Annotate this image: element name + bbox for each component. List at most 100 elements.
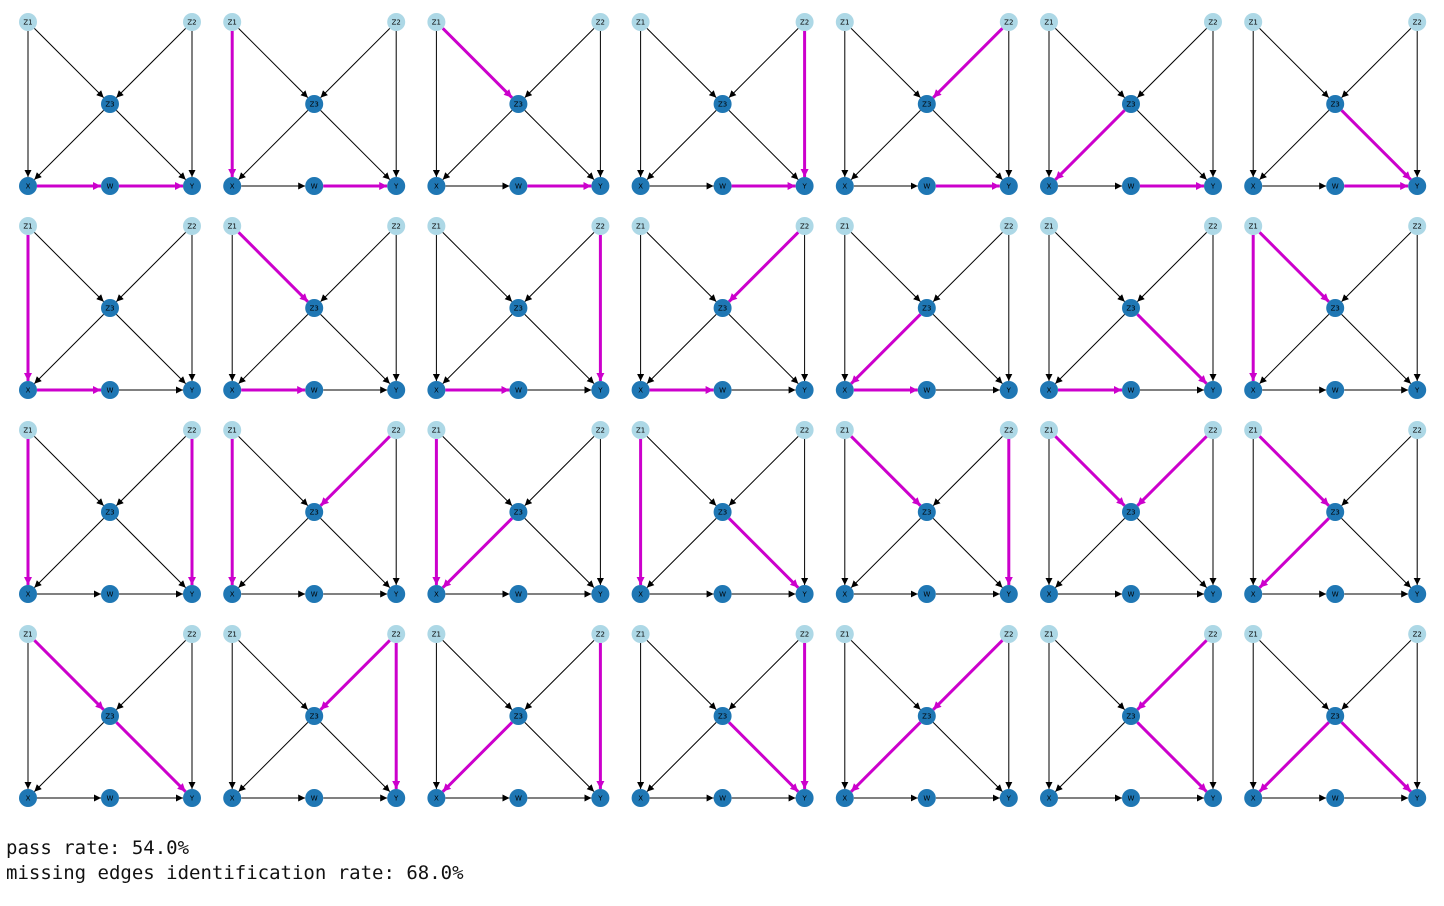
edge-z1-to-z3 bbox=[238, 640, 309, 710]
node-z1 bbox=[19, 13, 37, 31]
node-x bbox=[1040, 381, 1058, 399]
node-z1 bbox=[1040, 13, 1058, 31]
node-label-z1: Z1 bbox=[840, 427, 849, 435]
node-z3 bbox=[1326, 299, 1345, 317]
node-label-w: W bbox=[719, 387, 726, 395]
highlighted-edge-z3-to-x bbox=[1258, 517, 1330, 589]
node-label-w: W bbox=[1332, 795, 1339, 803]
highlighted-edge-z1-to-z3 bbox=[1258, 231, 1330, 303]
node-label-z2: Z2 bbox=[596, 427, 605, 435]
node-label-z3: Z3 bbox=[310, 509, 319, 517]
node-label-z1: Z1 bbox=[636, 19, 645, 27]
node-label-y: Y bbox=[393, 387, 399, 395]
node-label-w: W bbox=[515, 183, 522, 191]
edge-z3-to-y bbox=[524, 722, 595, 792]
node-label-z2: Z2 bbox=[800, 427, 809, 435]
node-z2 bbox=[387, 625, 406, 643]
node-z1 bbox=[835, 625, 854, 643]
node-label-w: W bbox=[719, 795, 726, 803]
node-w bbox=[917, 381, 936, 399]
edge-z3-to-x bbox=[34, 110, 104, 180]
node-label-z3: Z3 bbox=[1331, 101, 1340, 109]
node-z2 bbox=[999, 625, 1018, 643]
node-label-w: W bbox=[923, 591, 930, 599]
node-y bbox=[387, 585, 406, 603]
node-z2 bbox=[591, 217, 610, 235]
node-y bbox=[1204, 381, 1222, 399]
edge-z2-to-z3 bbox=[320, 232, 391, 302]
node-label-z1: Z1 bbox=[636, 223, 645, 231]
edge-z3-to-y bbox=[116, 518, 186, 588]
highlighted-edge-z3-to-x bbox=[441, 721, 514, 793]
edge-z3-to-y bbox=[932, 518, 1003, 588]
node-z3 bbox=[101, 95, 119, 113]
node-label-w: W bbox=[107, 387, 114, 395]
node-label-x: X bbox=[1047, 591, 1052, 599]
edge-z3-to-y bbox=[728, 314, 799, 384]
edge-z2-to-z3 bbox=[116, 232, 186, 302]
highlighted-edge-z2-to-z3 bbox=[319, 639, 391, 711]
node-label-z2: Z2 bbox=[800, 19, 809, 27]
node-label-z1: Z1 bbox=[432, 427, 441, 435]
node-label-x: X bbox=[434, 591, 439, 599]
node-label-y: Y bbox=[801, 591, 807, 599]
highlighted-edge-z3-to-x bbox=[850, 313, 922, 385]
edge-z1-to-z3 bbox=[34, 436, 104, 506]
edge-z3-to-x bbox=[442, 314, 513, 384]
node-label-y: Y bbox=[189, 183, 195, 191]
node-w bbox=[1326, 177, 1345, 195]
node-w bbox=[713, 789, 732, 807]
highlighted-edge-z1-to-z3 bbox=[850, 435, 922, 507]
edge-z1-to-z3 bbox=[646, 640, 717, 710]
node-label-z1: Z1 bbox=[1044, 223, 1053, 231]
node-z3 bbox=[713, 299, 732, 317]
edge-z3-to-y bbox=[524, 314, 595, 384]
node-label-z1: Z1 bbox=[228, 223, 237, 231]
node-z1 bbox=[1040, 217, 1058, 235]
node-label-w: W bbox=[1332, 591, 1339, 599]
node-label-z1: Z1 bbox=[23, 19, 32, 27]
node-z2 bbox=[1408, 421, 1427, 439]
highlighted-edge-z3-to-y bbox=[727, 517, 800, 589]
highlighted-edge-z3-to-x bbox=[1258, 721, 1330, 793]
node-label-z3: Z3 bbox=[718, 713, 727, 721]
node-label-x: X bbox=[842, 795, 847, 803]
node-label-z1: Z1 bbox=[840, 19, 849, 27]
node-label-x: X bbox=[1251, 387, 1256, 395]
node-y bbox=[183, 789, 201, 807]
edge-z3-to-y bbox=[932, 110, 1003, 180]
node-z3 bbox=[509, 95, 528, 113]
node-y bbox=[591, 585, 610, 603]
node-label-w: W bbox=[311, 387, 318, 395]
node-label-z3: Z3 bbox=[718, 509, 727, 517]
highlighted-edge-z3-to-y bbox=[1340, 109, 1412, 181]
edge-z1-to-z3 bbox=[442, 640, 513, 710]
node-z3 bbox=[713, 707, 732, 725]
node-label-x: X bbox=[638, 591, 643, 599]
node-z2 bbox=[795, 421, 814, 439]
edge-z1-to-z3 bbox=[442, 436, 513, 506]
node-label-w: W bbox=[1128, 183, 1135, 191]
node-z3 bbox=[1122, 707, 1140, 725]
edge-z3-to-x bbox=[850, 518, 921, 588]
node-label-x: X bbox=[434, 183, 439, 191]
node-z2 bbox=[1204, 13, 1222, 31]
node-label-z3: Z3 bbox=[922, 509, 931, 517]
node-w bbox=[509, 381, 528, 399]
node-label-z2: Z2 bbox=[187, 427, 196, 435]
node-w bbox=[509, 177, 528, 195]
edge-z2-to-z3 bbox=[728, 436, 799, 506]
node-w bbox=[509, 789, 528, 807]
edge-z3-to-x bbox=[1259, 110, 1330, 180]
highlighted-edge-z2-to-z3 bbox=[1136, 639, 1208, 711]
node-label-z3: Z3 bbox=[310, 101, 319, 109]
node-w bbox=[1122, 789, 1140, 807]
highlighted-edge-z2-to-z3 bbox=[319, 435, 391, 507]
node-y bbox=[1204, 789, 1222, 807]
node-label-w: W bbox=[515, 387, 522, 395]
node-label-w: W bbox=[311, 795, 318, 803]
